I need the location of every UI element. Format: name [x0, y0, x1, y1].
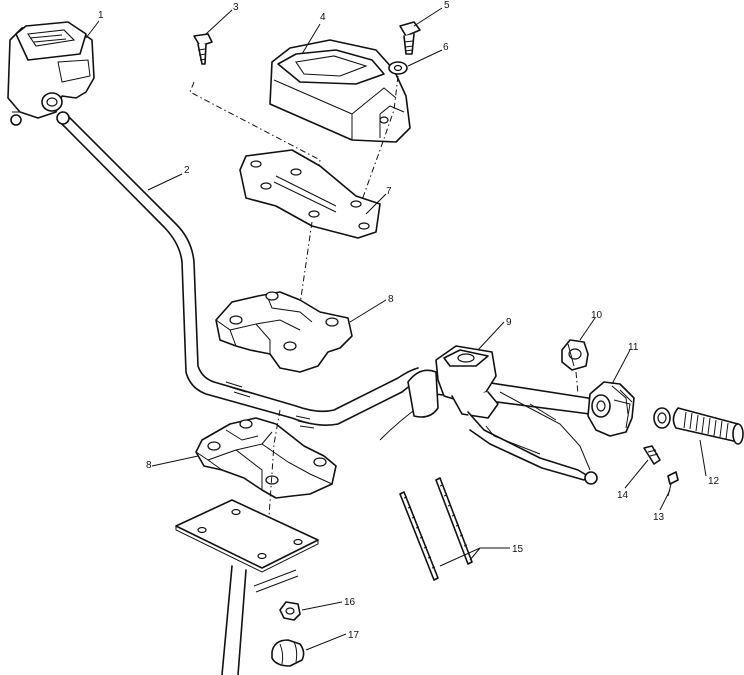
- right-grip: [653, 407, 744, 445]
- nut-part-16: [279, 601, 301, 621]
- callout-12: 12: [708, 476, 720, 487]
- callout-10: 10: [591, 310, 603, 321]
- bolt-part-5: [399, 21, 421, 55]
- handlebar: [56, 111, 596, 441]
- callout-7: 7: [386, 186, 392, 197]
- stem-plate: [175, 499, 319, 675]
- washer-part-6: [361, 61, 408, 201]
- callout-8-lower: 8: [146, 460, 152, 471]
- callout-9: 9: [506, 317, 512, 328]
- leader-lines: [85, 7, 707, 651]
- nut-part-10: [561, 339, 589, 395]
- callout-2: 2: [184, 165, 190, 176]
- mounting-plate: [239, 149, 381, 333]
- callout-5: 5: [444, 0, 450, 11]
- callout-16: 16: [344, 597, 356, 608]
- callout-17: 17: [348, 630, 360, 641]
- clamp-part-17: [271, 639, 305, 667]
- callout-11: 11: [628, 342, 639, 353]
- callout-8-upper: 8: [388, 294, 394, 305]
- screw-part-13: [667, 471, 679, 497]
- callout-4: 4: [320, 12, 326, 23]
- callout-labels: 1 2 3 4 5 6 7 8 8 9 10 11 12 14 13 15 16…: [98, 0, 720, 641]
- upper-clamp-part-8: [215, 291, 353, 373]
- callout-1: 1: [98, 10, 104, 21]
- callout-14: 14: [617, 490, 629, 501]
- master-cylinder-brake-lever: [407, 345, 598, 485]
- callout-3: 3: [233, 2, 239, 13]
- callout-13: 13: [653, 512, 665, 523]
- left-control-housing: [7, 21, 95, 126]
- screw-part-14: [643, 445, 661, 465]
- cable-ties-part-15: [399, 477, 473, 581]
- callout-6: 6: [443, 42, 449, 53]
- callout-15: 15: [512, 544, 524, 555]
- throttle-housing: [587, 381, 635, 437]
- handlebar-cover: [269, 39, 411, 143]
